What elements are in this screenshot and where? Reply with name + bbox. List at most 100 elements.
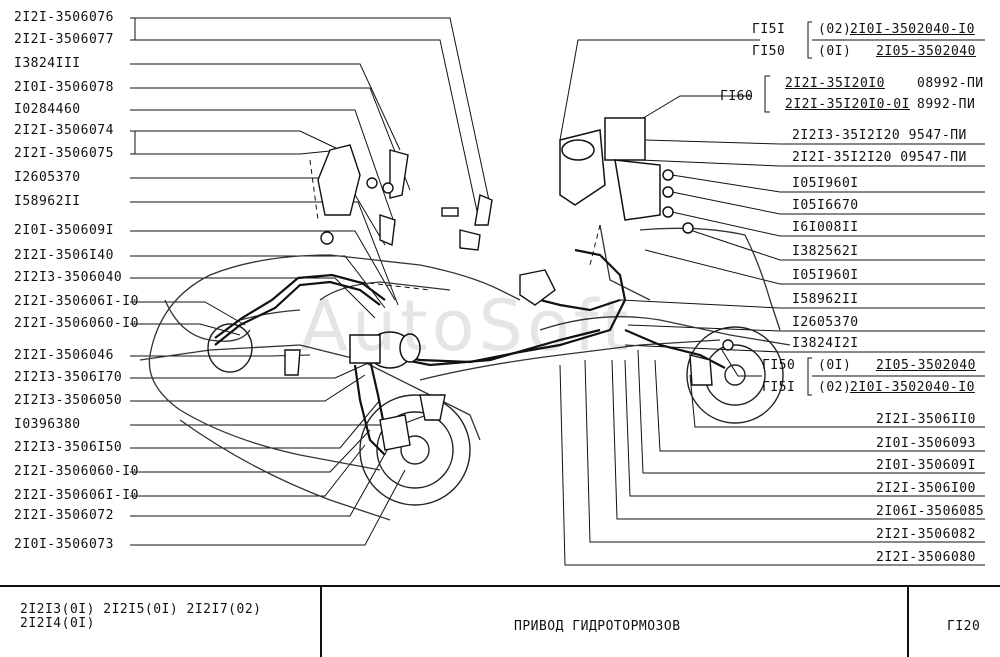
left-label-5: I0284460 xyxy=(14,102,81,117)
leader-line xyxy=(130,130,341,151)
right-bottom-label-4: 2I2I-3506I00 xyxy=(876,481,976,496)
leader-line xyxy=(130,277,376,319)
leader-lines xyxy=(130,17,985,566)
leader-line xyxy=(619,299,985,309)
leader-line xyxy=(130,130,136,155)
leader-line xyxy=(689,374,985,428)
left-label-8: I2605370 xyxy=(14,170,81,185)
left-label-12: 2I2I3-3506040 xyxy=(14,270,123,285)
leader-line xyxy=(639,95,720,121)
right-bottom-label-3: 2I0I-350609I xyxy=(876,458,976,473)
right-label-6: I382562I xyxy=(792,244,859,259)
leader-line xyxy=(130,301,246,326)
leader-line xyxy=(130,359,376,379)
leader-line xyxy=(130,87,411,191)
left-label-3: I3824III xyxy=(14,56,81,71)
page-number: ГI20 xyxy=(947,619,981,634)
rt-g1-variant: (02) xyxy=(818,22,852,37)
right-label-3: I05I960I xyxy=(792,176,859,191)
leader-line xyxy=(130,39,481,226)
leader-line xyxy=(130,109,396,226)
leader-line xyxy=(130,469,406,546)
leader-line xyxy=(624,344,985,353)
right-label-5: I6I008II xyxy=(792,220,859,235)
rt-g3-part2: 2I2I-35I20I0-0I xyxy=(785,97,910,112)
dashed-connectors xyxy=(309,159,601,291)
left-label-11: 2I2I-3506I40 xyxy=(14,248,114,263)
leader-line xyxy=(130,354,311,357)
leader-line xyxy=(611,359,985,520)
right-label-1: 2I2I3-35I2I20 9547-ПИ xyxy=(792,128,967,143)
rm-g1-part: 2I05-3502040 xyxy=(876,358,976,373)
title-block: 2I2I3(0I) 2I2I5(0I) 2I2I7(02) 2I2I4(0I) … xyxy=(0,585,1000,657)
bracket-parts xyxy=(284,144,734,451)
leader-line xyxy=(559,364,985,566)
drawing-title: ПРИВОД ГИДРОТОРМОЗОВ xyxy=(514,619,681,634)
leader-line xyxy=(807,357,812,396)
rm-g2-code: ГI5I xyxy=(762,380,796,395)
leader-line xyxy=(130,323,241,336)
leader-line xyxy=(671,174,985,193)
leader-line xyxy=(764,75,770,113)
right-label-7: I05I960I xyxy=(792,268,859,283)
right-bottom-label-1: 2I2I-3506II0 xyxy=(876,412,976,427)
leader-line xyxy=(584,359,985,543)
page-cell: ГI20 xyxy=(909,587,1000,657)
pressure-regulator xyxy=(559,117,694,234)
left-label-19: 2I2I3-3506I50 xyxy=(14,440,123,455)
rt-g2-part: 2I05-3502040 xyxy=(876,44,976,59)
rt-g2-variant: (0I) xyxy=(818,44,852,59)
left-label-1: 2I2I-3506076 xyxy=(14,10,114,25)
leader-line xyxy=(130,63,401,151)
title-cell: ПРИВОД ГИДРОТОРМОЗОВ xyxy=(322,587,909,657)
master-cylinder xyxy=(349,331,421,369)
rt-g3-num1: 08992-ПИ xyxy=(917,76,984,91)
left-label-6: 2I2I-3506074 xyxy=(14,123,114,138)
rm-g1-code: ГI50 xyxy=(762,358,796,373)
rt-g3-code: ГI60 xyxy=(720,89,754,104)
leader-line xyxy=(627,324,985,332)
leader-line xyxy=(624,359,985,497)
left-label-15: 2I2I-3506046 xyxy=(14,348,114,363)
left-label-7: 2I2I-3506075 xyxy=(14,146,114,161)
leader-line xyxy=(130,17,136,41)
rm-g1-variant: (0I) xyxy=(818,358,852,373)
right-label-9: I2605370 xyxy=(792,315,859,330)
right-bottom-label-6: 2I2I-3506082 xyxy=(876,527,976,542)
leader-line xyxy=(637,349,985,474)
leader-line xyxy=(130,374,366,402)
leader-line xyxy=(654,359,985,452)
leader-line xyxy=(721,349,762,377)
left-label-14: 2I2I-3506060-I0 xyxy=(14,316,139,331)
leader-line xyxy=(130,17,491,206)
right-bottom-label-7: 2I2I-3506080 xyxy=(876,550,976,565)
left-label-16: 2I2I3-3506I70 xyxy=(14,370,123,385)
right-bottom-label-5: 2I06I-3506085 xyxy=(876,504,985,519)
left-label-2: 2I2I-3506077 xyxy=(14,32,114,47)
left-label-20: 2I2I-3506060-I0 xyxy=(14,464,139,479)
left-label-17: 2I2I3-3506050 xyxy=(14,393,123,408)
models-line-1: 2I2I3(0I) 2I2I5(0I) 2I2I7(02) xyxy=(20,602,262,617)
left-label-4: 2I0I-3506078 xyxy=(14,80,114,95)
rt-g1-part: 2I0I-3502040-I0 xyxy=(850,22,975,37)
right-label-8: I58962II xyxy=(792,292,859,307)
leader-line xyxy=(559,39,760,141)
rm-g2-variant: (02) xyxy=(818,380,852,395)
left-label-22: 2I2I-3506072 xyxy=(14,508,114,523)
right-label-2: 2I2I-35I2I20 09547-ПИ xyxy=(792,150,967,165)
leader-line xyxy=(130,429,371,473)
rt-g3-part1: 2I2I-35I20I0 xyxy=(785,76,885,91)
leader-line xyxy=(671,211,985,237)
left-label-18: I0396380 xyxy=(14,417,81,432)
left-label-21: 2I2I-350606I-I0 xyxy=(14,488,139,503)
left-label-9: I58962II xyxy=(14,194,81,209)
rt-g3-num2: 8992-ПИ xyxy=(917,97,976,112)
leader-line xyxy=(807,21,812,59)
leader-line xyxy=(671,191,985,215)
leader-line xyxy=(644,139,985,145)
leader-line xyxy=(130,444,366,497)
watermark: AutoSoft xyxy=(300,285,633,367)
rm-g2-part: 2I0I-3502040-I0 xyxy=(850,380,975,395)
leader-line xyxy=(130,230,396,301)
